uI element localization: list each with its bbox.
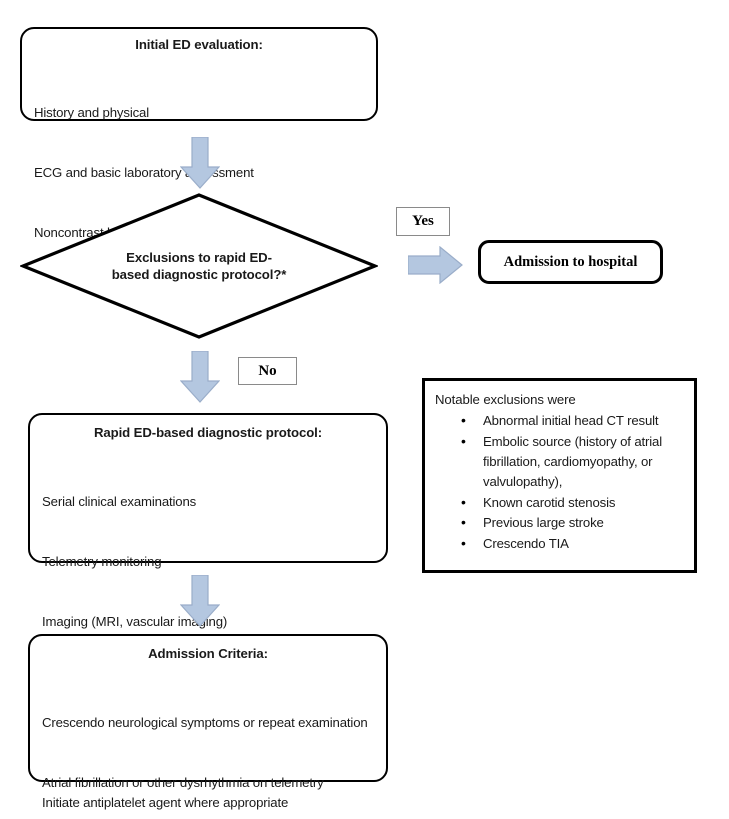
node-decision-exclusions-text: Exclusions to rapid ED- based diagnostic…	[20, 249, 378, 283]
node-line: Telemetry monitoring	[42, 553, 162, 569]
list-item: Crescendo TIA	[461, 533, 686, 554]
arrow-down-icon	[179, 574, 221, 627]
arrow-right-icon	[407, 245, 463, 285]
arrow-down-icon	[179, 350, 221, 403]
node-admission-to-hospital-label: Admission to hospital	[503, 253, 638, 270]
node-initial-ed-evaluation-title: Initial ED evaluation:	[135, 37, 263, 52]
decision-line-1: Exclusions to rapid ED-	[126, 249, 272, 265]
node-decision-exclusions: Exclusions to rapid ED- based diagnostic…	[20, 192, 378, 340]
node-admission-criteria: Admission Criteria: Crescendo neurologic…	[28, 634, 388, 790]
node-rapid-ed-protocol: Rapid ED-based diagnostic protocol: Seri…	[28, 413, 388, 810]
node-line: Initiate antiplatelet agent where approp…	[42, 794, 289, 810]
node-line: Serial clinical examinations	[42, 493, 197, 509]
callout-notable-exclusions: Notable exclusions were Abnormal initial…	[422, 378, 697, 573]
list-item: Known carotid stenosis	[461, 492, 686, 513]
node-admission-to-hospital: Admission to hospital	[478, 240, 663, 284]
node-initial-ed-evaluation: Initial ED evaluation: History and physi…	[20, 27, 378, 240]
node-rapid-ed-protocol-title: Rapid ED-based diagnostic protocol:	[93, 425, 323, 440]
callout-notable-exclusions-heading: Notable exclusions were	[435, 392, 576, 407]
node-line: Crescendo neurological symptoms or repea…	[42, 714, 368, 730]
branch-label-no: No	[238, 357, 297, 385]
list-item: Previous large stroke	[461, 512, 686, 533]
exclusions-list: Abnormal initial head CT result Embolic …	[435, 410, 686, 554]
list-item: Abnormal initial head CT result	[461, 410, 686, 431]
branch-label-yes: Yes	[396, 207, 450, 236]
decision-line-2: based diagnostic protocol?*	[111, 267, 287, 282]
arrow-down-icon	[179, 136, 221, 189]
node-line: History and physical	[34, 104, 150, 120]
node-line: Atrial fibrillation or other dysrhythmia…	[42, 774, 324, 790]
node-admission-criteria-lines: Crescendo neurological symptoms or repea…	[42, 673, 374, 819]
node-admission-criteria-title: Admission Criteria:	[148, 646, 268, 661]
list-item: Embolic source (history of atrial fibril…	[461, 431, 686, 491]
